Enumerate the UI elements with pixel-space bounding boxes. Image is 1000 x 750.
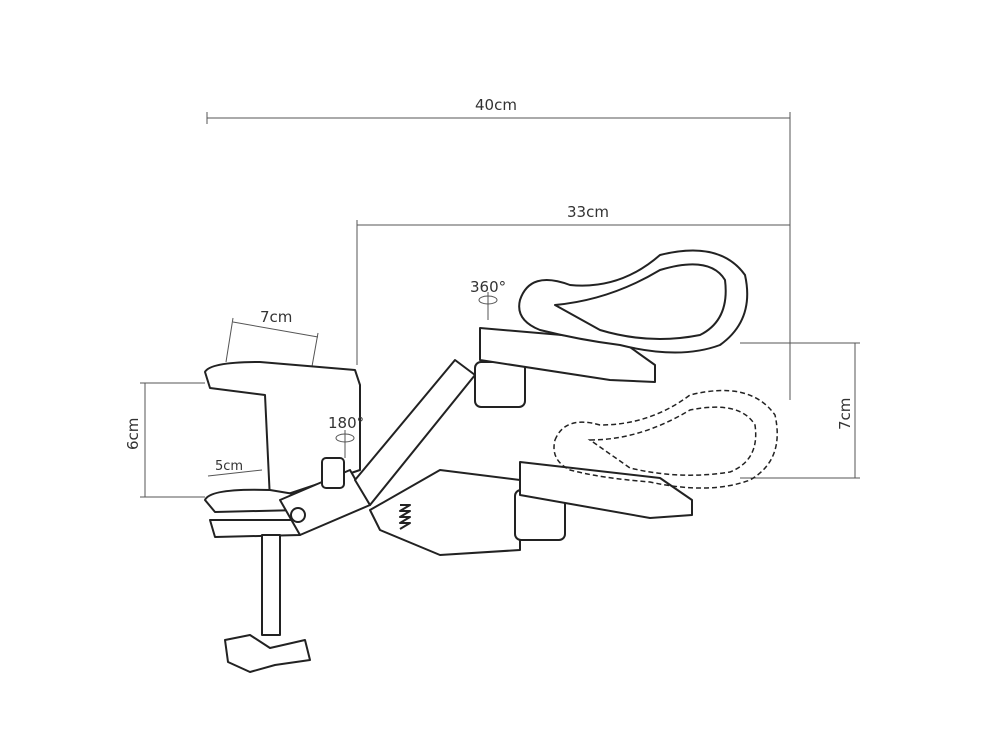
dimension-6cm: 6cm <box>124 382 205 498</box>
top-armrest: 360° <box>470 249 749 383</box>
label-pad-7cm: 7cm <box>836 398 854 430</box>
label-180: 180° <box>328 414 364 432</box>
dimension-pad-7cm: 7cm <box>740 342 860 479</box>
dimension-40cm: 40cm <box>206 96 791 400</box>
label-40cm: 40cm <box>475 96 517 114</box>
dimension-33cm: 33cm <box>356 203 790 365</box>
dimension-clamp-7cm: 7cm <box>225 308 319 373</box>
label-5cm: 5cm <box>215 459 243 474</box>
label-6cm: 6cm <box>124 418 142 450</box>
dimension-5cm: 5cm <box>207 459 263 477</box>
label-33cm: 33cm <box>567 203 609 221</box>
adjustable-arm <box>279 359 566 556</box>
label-clamp-7cm: 7cm <box>260 308 292 326</box>
arm-rotation: 180° <box>328 414 364 458</box>
bottom-armrest <box>519 389 778 519</box>
label-360: 360° <box>470 278 506 296</box>
